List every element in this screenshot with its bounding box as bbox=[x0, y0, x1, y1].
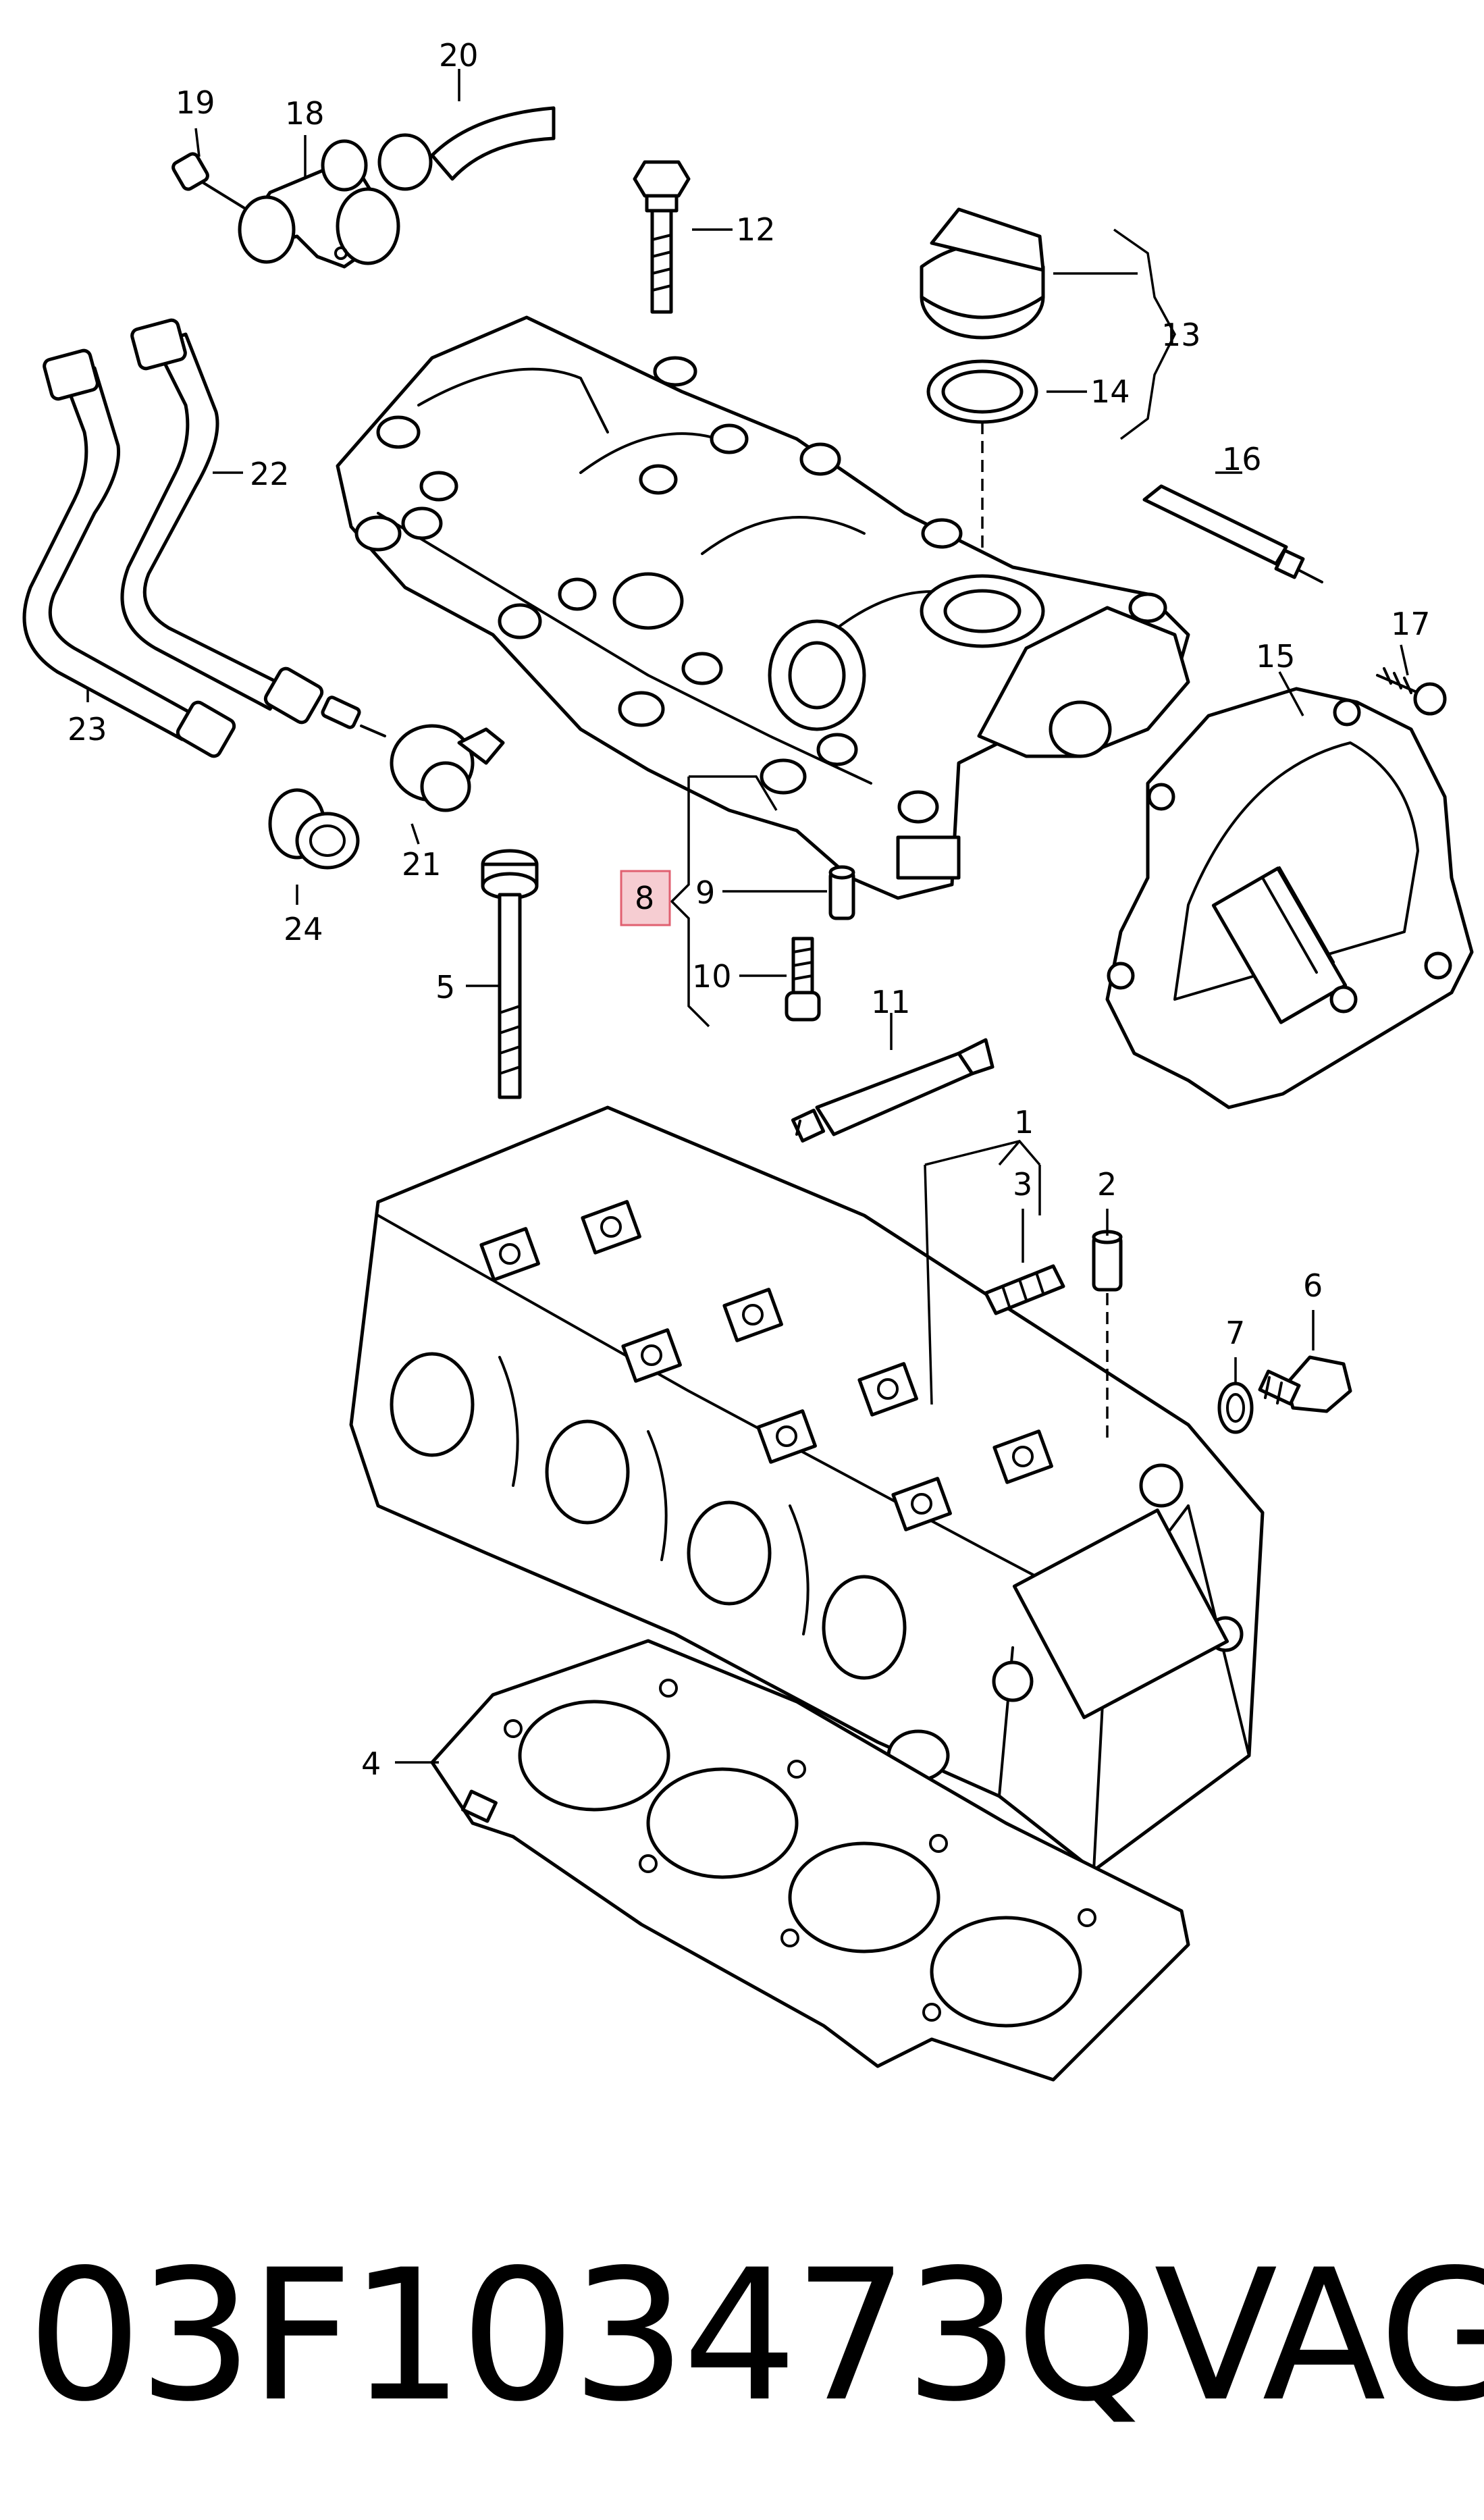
callout-4: 4 bbox=[361, 1745, 381, 1782]
callout-5: 5 bbox=[435, 969, 455, 1005]
callout-8: 8 bbox=[635, 880, 654, 916]
part-number: 03F103473Q bbox=[27, 2231, 1158, 2442]
dowel-pin-part-9 bbox=[828, 865, 855, 920]
callout-16: 16 bbox=[1222, 441, 1262, 477]
leader-lines bbox=[86, 69, 1409, 1764]
breather-hose-part bbox=[377, 106, 556, 191]
callout-1: 1 bbox=[1014, 1104, 1034, 1140]
plug-part-6 bbox=[1258, 1355, 1352, 1413]
callout-24: 24 bbox=[284, 911, 323, 947]
callout-15: 15 bbox=[1256, 638, 1296, 675]
callout-labels: 1 2 3 4 5 6 7 8 9 10 11 12 13 14 15 16 1… bbox=[68, 37, 1431, 1782]
screw-part-10 bbox=[785, 937, 821, 1022]
callout-9: 9 bbox=[695, 874, 715, 911]
callout-14: 14 bbox=[1090, 373, 1130, 410]
callout-2: 2 bbox=[1097, 1166, 1117, 1203]
dowel-sleeve-part-2 bbox=[1092, 1230, 1123, 1292]
callout-13: 13 bbox=[1161, 317, 1201, 353]
callout-17: 17 bbox=[1391, 606, 1431, 642]
plug-part-24 bbox=[268, 788, 360, 870]
stud-part-3 bbox=[984, 1264, 1065, 1315]
breather-connector-part bbox=[171, 139, 400, 269]
washer-part-7 bbox=[1217, 1382, 1254, 1434]
brand-name: VAG bbox=[1154, 2231, 1484, 2442]
callout-19: 19 bbox=[176, 84, 215, 121]
callout-6: 6 bbox=[1303, 1267, 1323, 1304]
part-caption: 03F103473Q VAG bbox=[27, 2208, 1484, 2465]
temperature-sender-part-21 bbox=[321, 695, 505, 812]
callout-21: 21 bbox=[402, 846, 442, 883]
callout-11: 11 bbox=[871, 984, 911, 1020]
callout-7: 7 bbox=[1225, 1315, 1245, 1351]
coolant-pipes-part-22-23 bbox=[22, 318, 324, 758]
callout-22: 22 bbox=[250, 456, 290, 492]
head-bolt-part-5 bbox=[481, 849, 539, 1099]
callout-18: 18 bbox=[285, 95, 325, 132]
highlighted-callout-box bbox=[620, 870, 671, 926]
camshaft-housing-cover bbox=[336, 315, 1190, 900]
oil-filler-cap-part bbox=[920, 207, 1045, 340]
callout-10: 10 bbox=[692, 958, 732, 995]
callout-3: 3 bbox=[1013, 1166, 1032, 1203]
head-gasket-part-4 bbox=[430, 1639, 1190, 2082]
screw-part-17 bbox=[1376, 667, 1447, 716]
callout-23: 23 bbox=[68, 711, 107, 747]
callout-20: 20 bbox=[439, 37, 479, 74]
sealant-tube-part-11 bbox=[791, 1038, 995, 1143]
cylinder-head-part-1 bbox=[349, 1105, 1265, 1872]
callout-12: 12 bbox=[736, 211, 776, 248]
end-cover-part-15 bbox=[1105, 687, 1474, 1109]
bolt-part-12 bbox=[633, 160, 691, 314]
oil-cap-seal-ring-part bbox=[926, 359, 1038, 424]
sealant-tube-part-16 bbox=[1142, 484, 1323, 583]
